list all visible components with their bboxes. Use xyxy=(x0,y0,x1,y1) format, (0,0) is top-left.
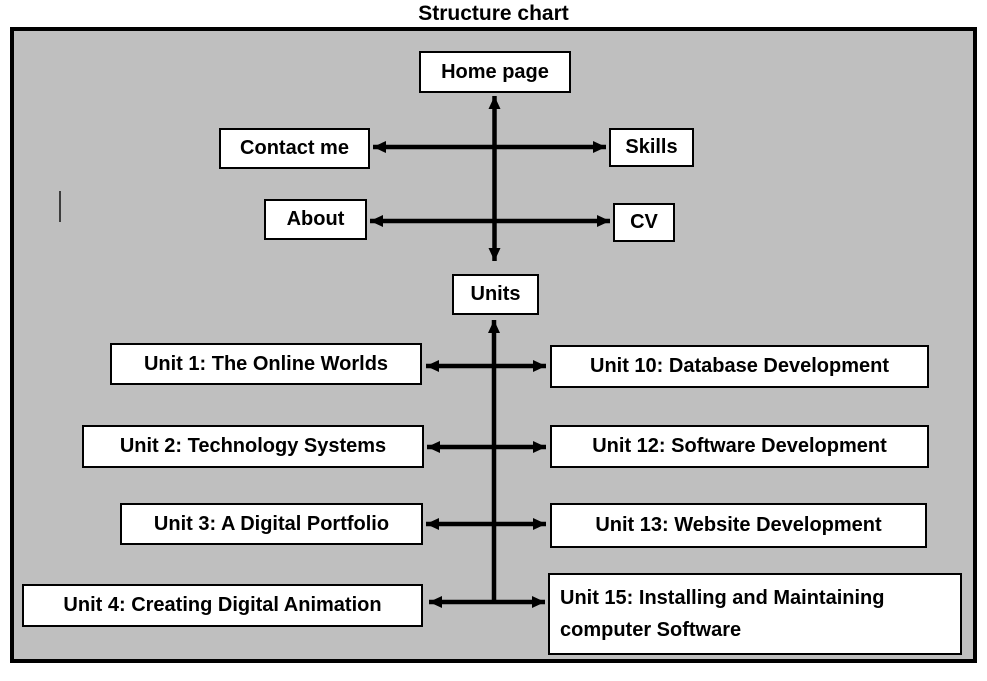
node-skills: Skills xyxy=(609,128,694,167)
node-unit-4: Unit 4: Creating Digital Animation xyxy=(22,584,423,627)
node-cv: CV xyxy=(613,203,675,242)
node-unit-3: Unit 3: A Digital Portfolio xyxy=(120,503,423,545)
node-contact-me: Contact me xyxy=(219,128,370,169)
stray-cursor-mark xyxy=(59,191,61,222)
node-unit-15: Unit 15: Installing and Maintaining comp… xyxy=(548,573,962,655)
node-unit-2: Unit 2: Technology Systems xyxy=(82,425,424,468)
node-home-page: Home page xyxy=(419,51,571,93)
node-about: About xyxy=(264,199,367,240)
node-unit-13: Unit 13: Website Development xyxy=(550,503,927,548)
node-unit-15-line1: Unit 15: Installing and Maintaining xyxy=(560,587,885,609)
chart-title: Structure chart xyxy=(418,2,569,25)
node-units: Units xyxy=(452,274,539,315)
node-unit-12: Unit 12: Software Development xyxy=(550,425,929,468)
node-unit-1: Unit 1: The Online Worlds xyxy=(110,343,422,385)
node-unit-10: Unit 10: Database Development xyxy=(550,345,929,388)
node-unit-15-line2: computer Software xyxy=(560,619,742,641)
